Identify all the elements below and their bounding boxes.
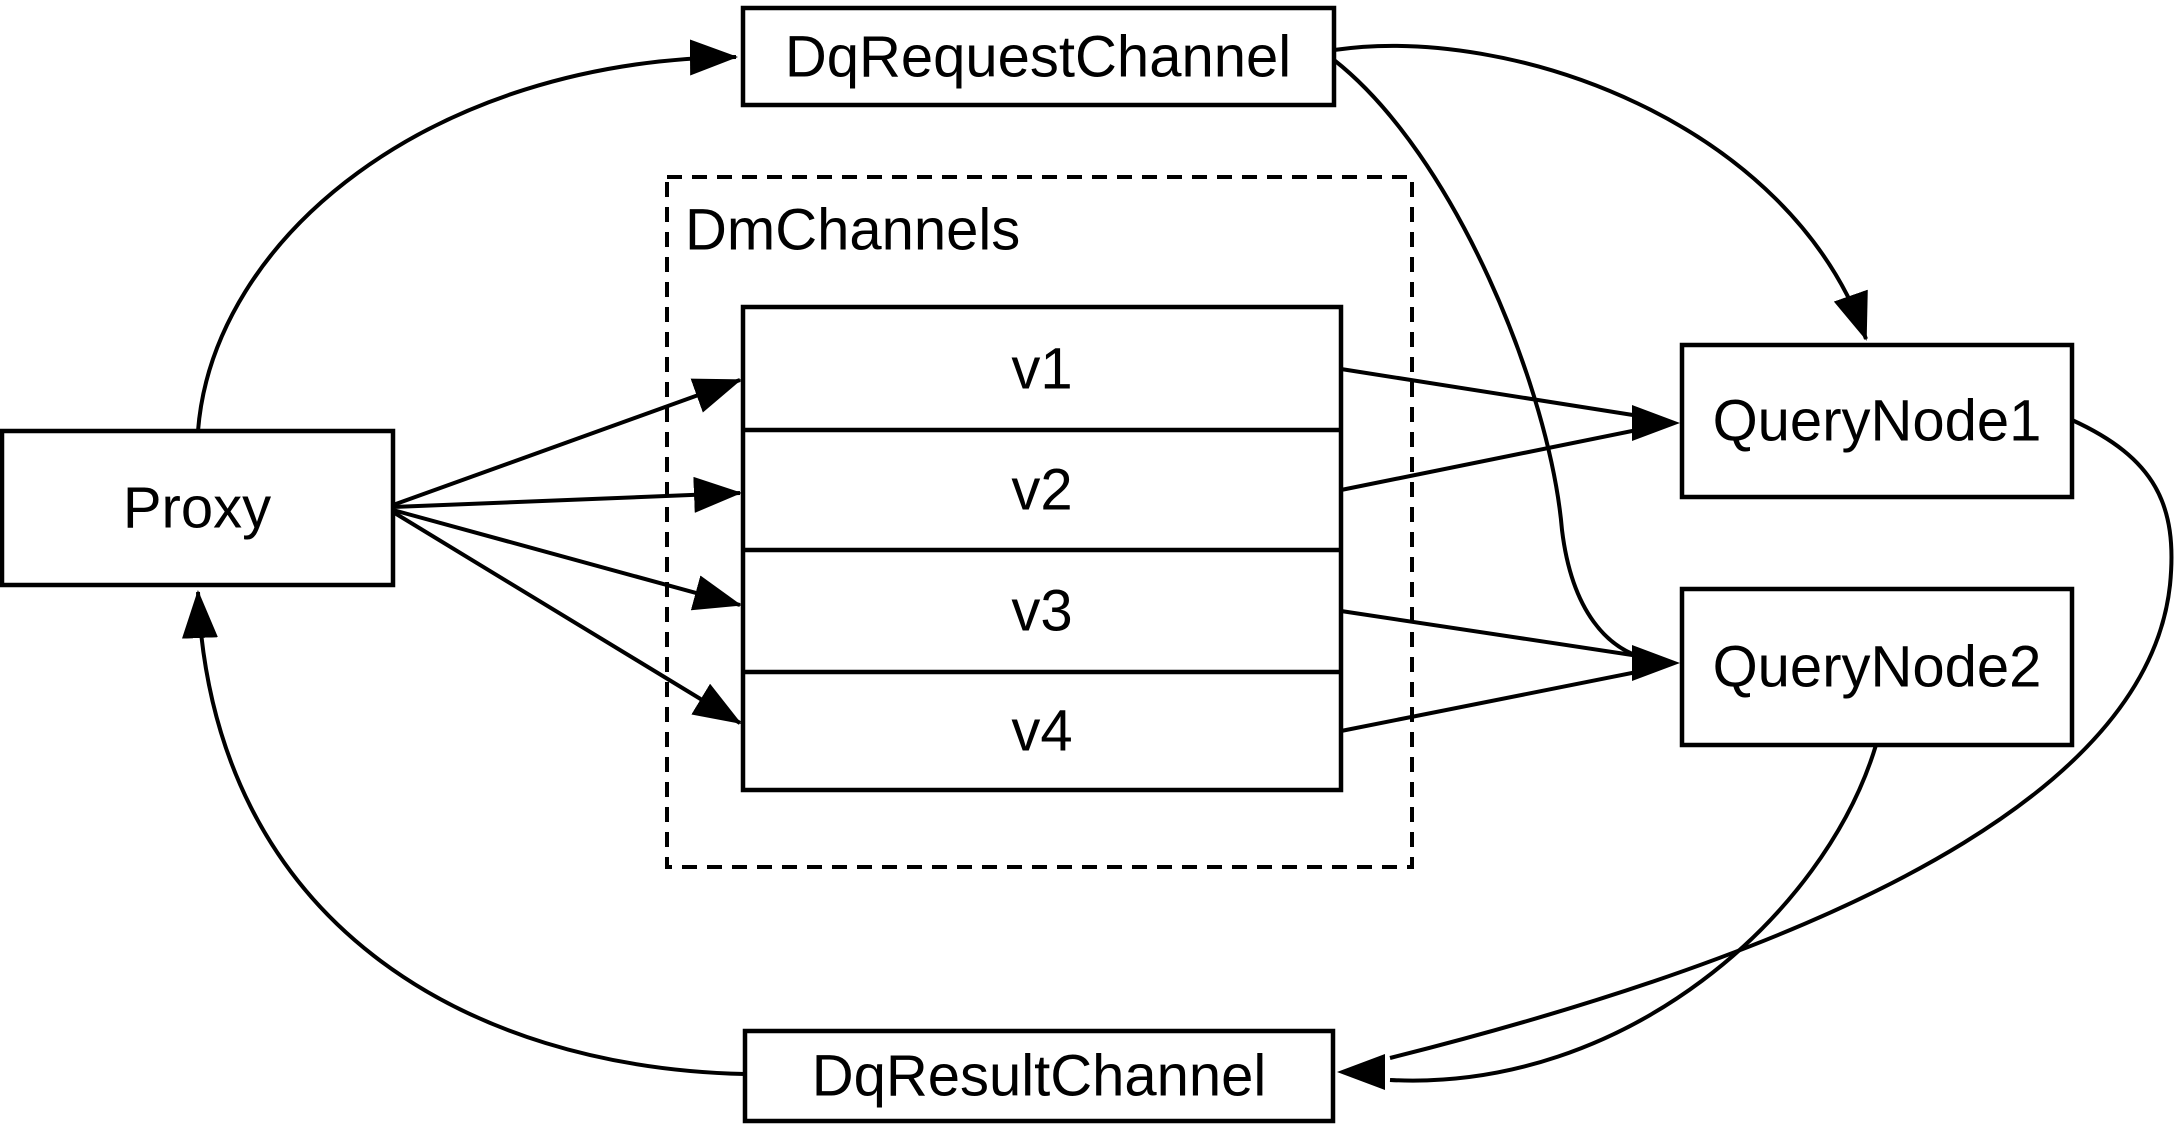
channel-v4-label: v4: [1011, 699, 1072, 764]
edge-proxy-to-dqrequestchannel: [196, 39, 738, 432]
dm-channels-boundary: [665, 175, 1414, 869]
edge-dqrequestchannel-to-querynode2: [1332, 58, 1649, 661]
dq-request-channel-box: [740, 5, 1337, 108]
edge-querynode2-to-dqresultchannel: [1389, 744, 1878, 1083]
query-node-2-label: QueryNode2: [1713, 635, 2042, 700]
edge-v4-to-querynode2: [1340, 667, 1653, 733]
edge-dqresultchannel-to-proxy: [181, 590, 746, 1076]
dq-request-channel-node: DqRequestChannel: [740, 5, 1337, 108]
channel-v2-label: v2: [1011, 458, 1072, 523]
dm-channels-group: DmChannels v1 v2 v3 v4: [665, 175, 1414, 869]
dq-result-channel-label: DqResultChannel: [812, 1044, 1267, 1109]
query-node-1-label: QueryNode1: [1713, 389, 2042, 454]
edge-querynode1-to-dqresultchannel: [1389, 418, 2174, 1060]
edge-dqrequestchannel-to-querynode1: [1333, 43, 1868, 341]
edge-proxy-to-v2: [392, 476, 742, 513]
query-node-2: QueryNode2: [1679, 586, 2075, 748]
dq-result-channel-node: DqResultChannel: [742, 1028, 1336, 1124]
query-node-2-box: [1679, 586, 2075, 748]
dq-result-channel-box: [742, 1028, 1336, 1124]
query-node-1: QueryNode1: [1679, 342, 2075, 500]
edge-proxy-to-v4: [391, 510, 742, 725]
arrowhead-into-querynode1: [1632, 405, 1680, 441]
query-node-1-box: [1679, 342, 2075, 500]
edge-v2-to-querynode1: [1340, 425, 1653, 492]
proxy-label: Proxy: [123, 476, 271, 541]
edge-proxy-to-v1: [392, 378, 742, 507]
dm-channels-label: DmChannels: [685, 198, 1020, 263]
channel-v1-label: v1: [1011, 337, 1072, 402]
arrowhead-into-dqresultchannel: [1337, 1054, 1385, 1090]
channel-v3-label: v3: [1011, 579, 1072, 644]
proxy-node: Proxy: [0, 428, 396, 588]
edge-v1-to-querynode1: [1340, 367, 1653, 420]
edge-proxy-to-v3: [392, 508, 742, 611]
proxy-box: [0, 428, 396, 588]
edge-v3-to-querynode2: [1340, 609, 1653, 660]
dq-request-channel-label: DqRequestChannel: [785, 25, 1291, 90]
arrowhead-into-querynode2: [1632, 645, 1680, 681]
